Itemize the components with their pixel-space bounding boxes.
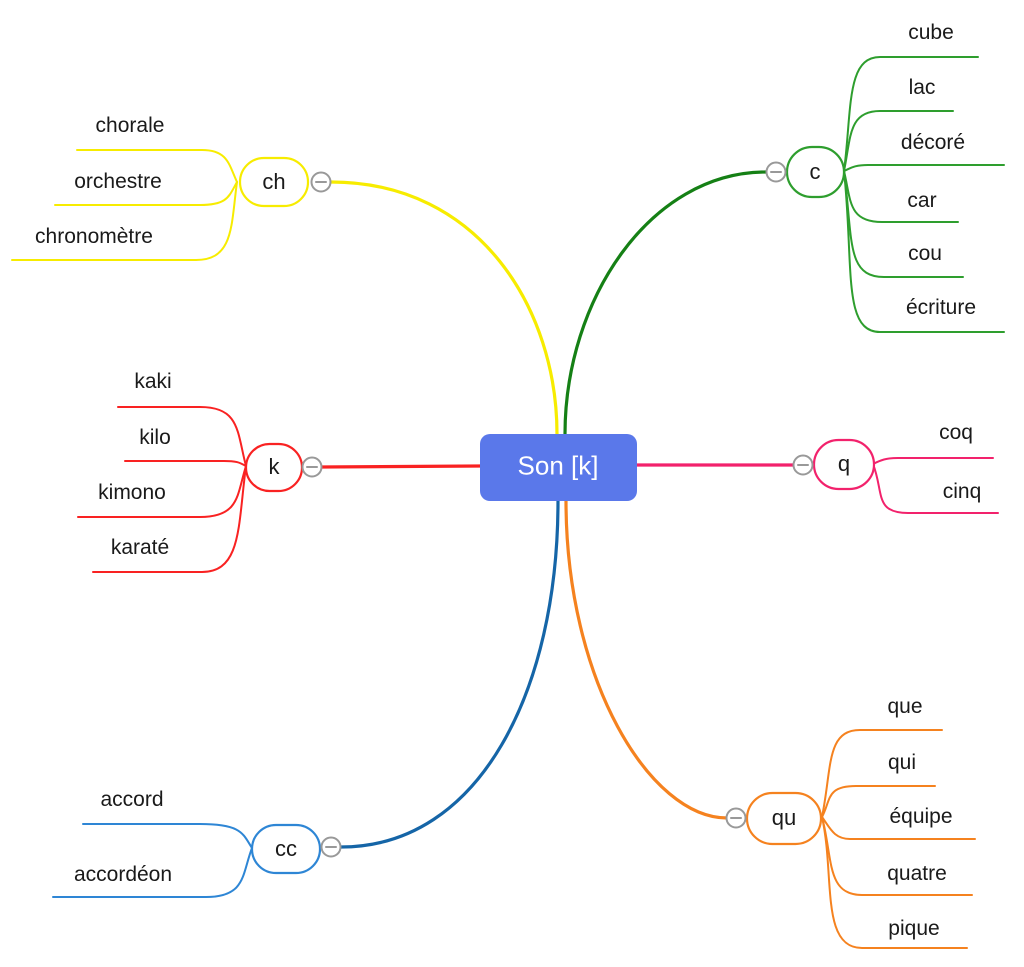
branch-label-qu[interactable]: qu [771,805,797,830]
leaf-line-orchestre [54,181,238,206]
collapse-icon-cc[interactable] [320,836,342,858]
trunk-cc [339,499,560,849]
word-equipe[interactable]: équipe [889,805,953,828]
word-kilo[interactable]: kilo [139,426,171,449]
leaf-line-kilo [124,460,247,467]
word-accord[interactable]: accord [100,788,164,811]
leaf-line-cinq [872,463,999,514]
leaf-line-kaki [117,406,247,467]
trunk-k [320,464,482,469]
collapse-icon-q[interactable] [792,454,814,476]
branch-label-k[interactable]: k [268,454,280,479]
word-qui[interactable]: qui [887,751,917,774]
word-car[interactable]: car [907,189,937,212]
leaf-line-pique [821,816,968,949]
word-quatre[interactable]: quatre [887,862,947,885]
leaf-line-karate [92,465,247,573]
word-chorale[interactable]: chorale [95,114,165,137]
leaf-line-car [843,170,959,223]
center-node[interactable] [480,434,637,501]
word-cou[interactable]: cou [908,242,942,265]
leaf-line-cou [843,170,964,278]
word-que[interactable]: que [887,695,923,718]
leaf-line-decore [843,164,1005,172]
word-pique[interactable]: pique [888,917,940,940]
leaf-line-chorale [76,149,238,183]
leaf-line-accord [82,823,253,849]
leaf-line-ecriture [843,170,1005,333]
branch-label-cc[interactable]: cc [275,836,297,861]
word-chronometre[interactable]: chronomètre [35,225,153,248]
branch-node-c[interactable] [785,145,846,199]
word-karate[interactable]: karaté [110,536,170,559]
word-decore[interactable]: décoré [900,131,966,154]
word-cube[interactable]: cube [908,21,954,44]
leaf-line-coq [872,457,994,465]
word-cinq[interactable]: cinq [942,480,982,503]
leaf-line-qui [821,785,936,818]
center-node-label[interactable]: Son [k] [517,450,599,481]
word-coq[interactable]: coq [939,421,973,444]
word-kaki[interactable]: kaki [134,370,172,393]
collapse-icon-qu[interactable] [725,807,747,829]
leaf-line-que [821,729,943,818]
trunk-ch [329,180,559,436]
leaf-line-lac [843,110,954,172]
trunk-qu [564,499,729,820]
leaf-line-accordeon [52,847,253,898]
branch-label-c[interactable]: c [809,159,821,184]
collapse-icon-k[interactable] [301,456,323,478]
trunk-c [563,170,768,436]
leaf-line-cube [843,56,979,172]
leaf-line-chronometre [11,181,238,261]
branch-node-cc[interactable] [250,823,322,875]
branch-label-ch[interactable]: ch [262,169,286,194]
word-ecriture[interactable]: écriture [905,296,977,319]
collapse-icon-c[interactable] [765,161,787,183]
branch-node-q[interactable] [812,438,876,491]
branch-node-ch[interactable] [238,156,310,208]
collapse-icon-ch[interactable] [310,171,332,193]
word-kimono[interactable]: kimono [98,481,166,504]
leaf-line-kimono [77,465,247,518]
branch-label-q[interactable]: q [837,451,851,476]
word-lac[interactable]: lac [908,76,936,99]
branch-node-qu[interactable] [745,791,823,846]
word-orchestre[interactable]: orchestre [74,170,162,193]
leaf-line-equipe [821,816,976,840]
word-accordeon[interactable]: accordéon [73,863,173,886]
